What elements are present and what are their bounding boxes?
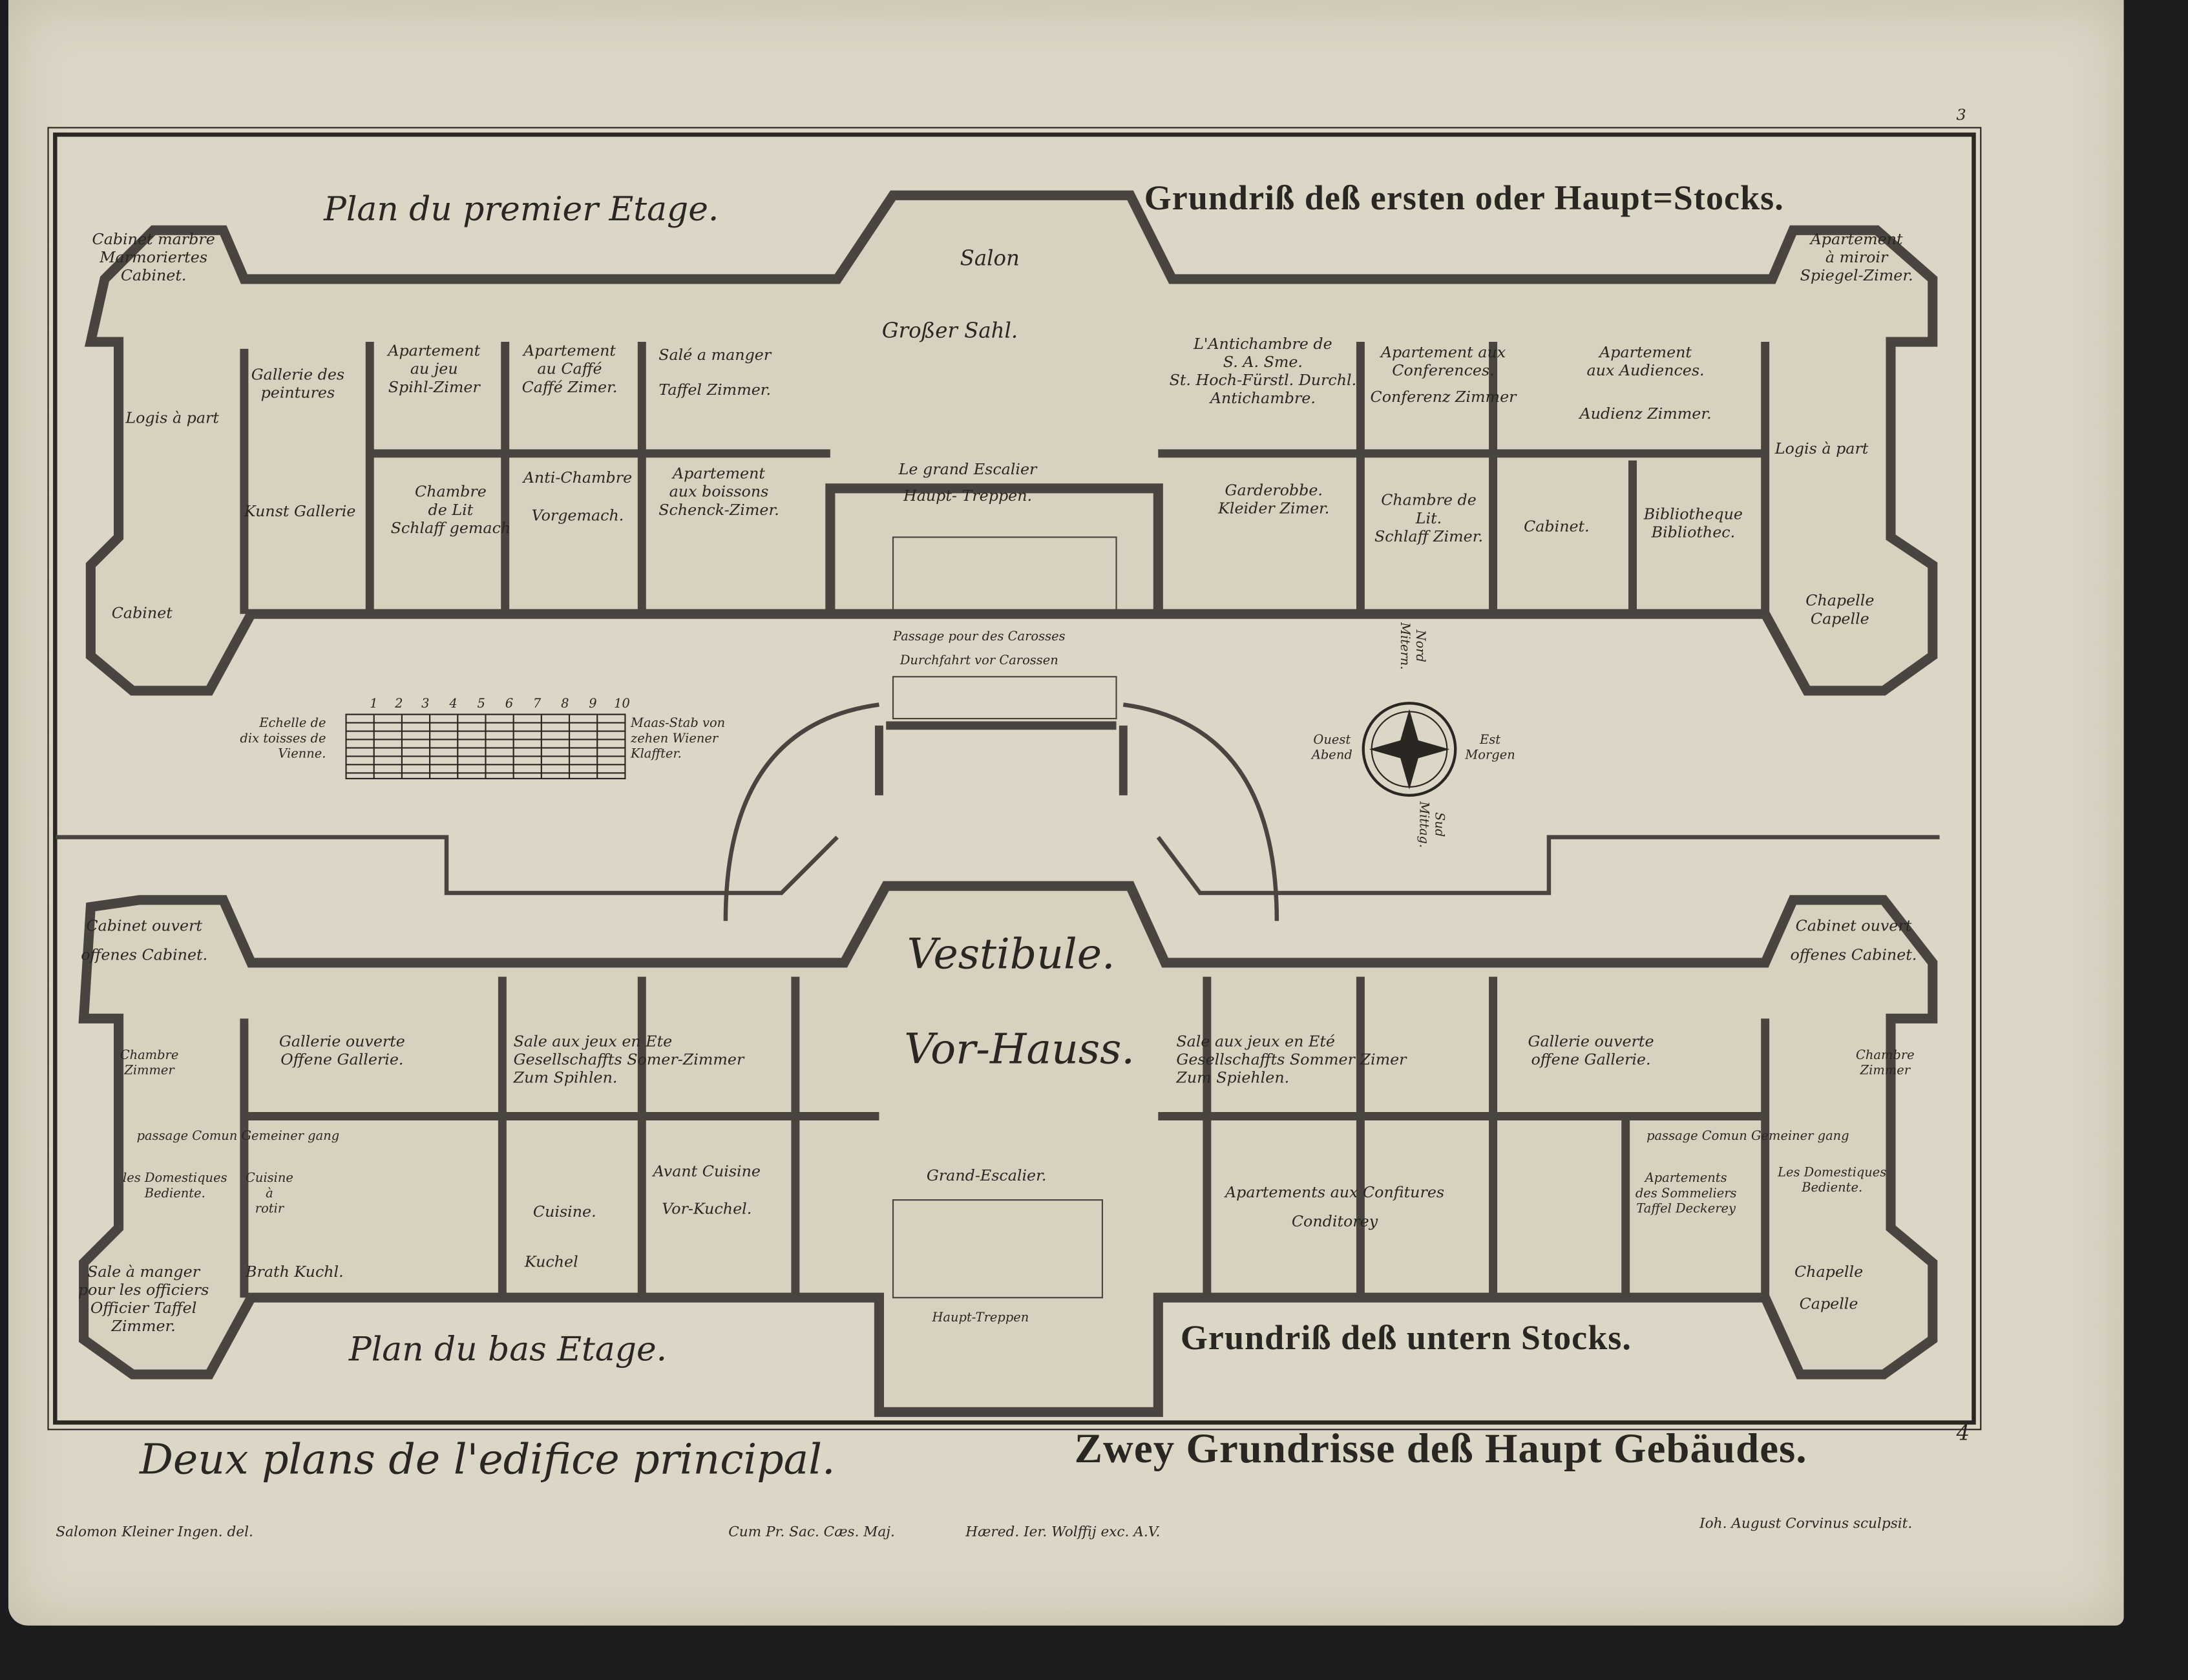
room-kuchel: Kuchel	[524, 1253, 578, 1272]
stair-hatching	[892, 536, 1117, 1299]
upper-title-fr: Plan du premier Etage.	[323, 189, 719, 229]
lower-title-de: Grundriß deß untern Stocks.	[1180, 1319, 1632, 1358]
room-grand-escalier-lower: Grand-Escalier.	[926, 1166, 1047, 1185]
room-logis-right: Logis à part	[1774, 439, 1869, 458]
credit-engraver: Ioh. August Corvinus sculpsit.	[1699, 1517, 1913, 1533]
credit-delineator: Salomon Kleiner Ingen. del.	[56, 1525, 253, 1540]
plate-border	[47, 127, 1982, 1431]
room-salon: Salon	[960, 246, 1020, 271]
lower-building-outline	[78, 881, 1938, 1417]
scale-tick-5: 5	[477, 697, 485, 712]
room-kunst-gallerie: Kunst Gallerie	[244, 502, 356, 521]
room-vor-hauss: Vor-Hauss.	[904, 1025, 1135, 1075]
caption-fr: Deux plans de l'edifice principal.	[139, 1436, 836, 1485]
scale-tick-1: 1	[370, 697, 378, 712]
scale-tick-9: 9	[589, 697, 597, 712]
upper-title-de: Grundriß deß ersten oder Haupt=Stocks.	[1144, 180, 1784, 218]
page-number-bottom: 4	[1956, 1420, 1970, 1446]
lower-title-fr: Plan du bas Etage.	[348, 1329, 668, 1369]
scale-tick-2: 2	[395, 697, 403, 712]
upper-building-outline	[84, 190, 1938, 696]
scale-tick-10: 10	[614, 697, 630, 712]
room-brath-kuchl: Brath Kuchl.	[246, 1263, 344, 1281]
scale-tick-7: 7	[532, 697, 542, 712]
scale-tick-4: 4	[449, 697, 458, 712]
credit-publisher: Hæred. Ier. Wolffij exc. A.V.	[965, 1525, 1161, 1540]
interior-walls	[56, 342, 1940, 1298]
scale-bar	[345, 713, 626, 780]
room-grosser-sahl: Großer Sahl.	[881, 318, 1018, 344]
compass-rose	[1362, 702, 1457, 797]
room-vestibule: Vestibule.	[907, 930, 1115, 980]
caption-de: Zwey Grundrisse deß Haupt Gebäudes.	[1074, 1425, 1807, 1473]
room-cabinet-right: Cabinet.	[1524, 518, 1590, 536]
scale-tick-3: 3	[421, 697, 430, 712]
passage-comun-right: passage Comun Gemeiner gang	[1646, 1130, 1849, 1144]
room-cabinet-left: Cabinet	[111, 604, 173, 623]
room-logis-left: Logis à part	[125, 408, 219, 427]
page-number-top: 3	[1956, 106, 1966, 125]
room-cuisine: Cuisine.	[532, 1202, 596, 1221]
room-haupt-treppen-lower: Haupt-Treppen	[932, 1311, 1029, 1326]
credit-privilege: Cum Pr. Sac. Cæs. Maj.	[728, 1525, 895, 1540]
scale-tick-8: 8	[561, 697, 569, 712]
passage-comun-left: passage Comun Gemeiner gang	[136, 1130, 340, 1144]
scale-tick-6: 6	[505, 697, 514, 712]
room-garderobbe: Garderobbe.Kleider Zimer.	[1218, 481, 1330, 518]
